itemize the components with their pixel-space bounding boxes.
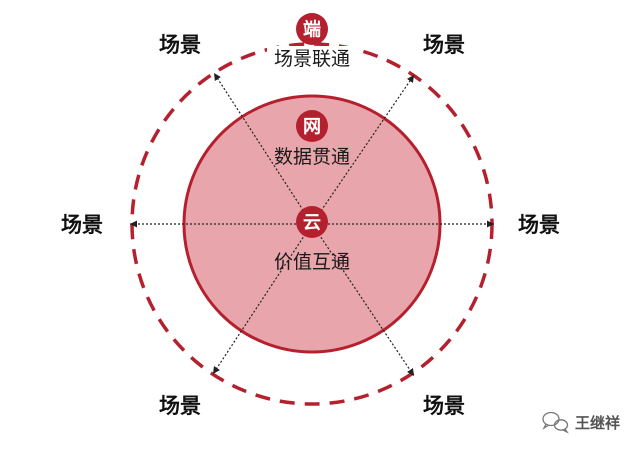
scene-label-left: 场景 bbox=[61, 213, 103, 237]
watermark-text: 王继祥 bbox=[575, 414, 620, 432]
scene-label-top-left: 场景 bbox=[159, 33, 201, 57]
badge-cloud-circle bbox=[296, 206, 328, 238]
badge-end-label: 场景联通 bbox=[274, 48, 350, 70]
badge-end-char: 端 bbox=[303, 20, 321, 41]
watermark: 王继祥 bbox=[542, 411, 620, 434]
badge-network-circle bbox=[296, 110, 328, 142]
badge-network: 网 bbox=[296, 110, 328, 142]
badge-cloud-label: 价值互通 bbox=[274, 251, 350, 273]
badge-cloud: 云 bbox=[296, 206, 328, 238]
badge-end-circle bbox=[296, 13, 328, 45]
badge-network-char: 网 bbox=[303, 117, 321, 138]
badge-cloud-char: 云 bbox=[303, 213, 321, 234]
scene-label-bottom-right: 场景 bbox=[423, 394, 465, 418]
badge-network-label: 数据贯通 bbox=[274, 146, 350, 168]
scene-label-right: 场景 bbox=[518, 213, 560, 237]
wechat-icon bbox=[542, 411, 569, 434]
scene-label-top-right: 场景 bbox=[423, 33, 465, 57]
arrows bbox=[130, 72, 494, 377]
arrow-bottom-left bbox=[212, 223, 313, 375]
badge-end: 端 bbox=[290, 13, 334, 45]
arrow-bottom-right bbox=[311, 223, 415, 377]
scene-label-bottom-left: 场景 bbox=[159, 394, 201, 418]
